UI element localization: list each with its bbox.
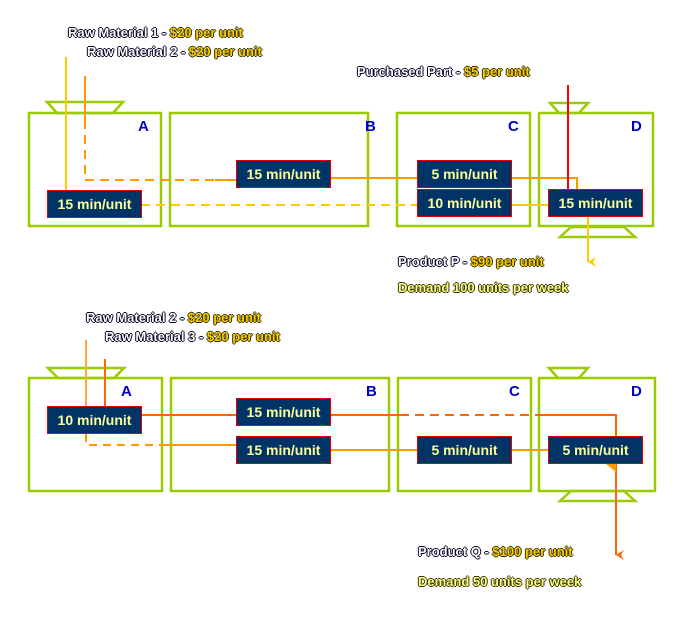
arrowhead-icon <box>606 464 616 472</box>
task-box: 5 min/unit <box>417 436 512 464</box>
station-a-box <box>27 376 164 493</box>
input-label: Raw Material 2 - $20 per unit <box>86 310 261 325</box>
station-c-box <box>395 111 532 228</box>
hopper-icon <box>547 101 591 115</box>
input-label: Raw Material 1 - $20 per unit <box>68 25 243 40</box>
hopper-icon <box>556 225 639 239</box>
task-box: 10 min/unit <box>47 406 142 434</box>
task-box: 10 min/unit <box>417 189 512 217</box>
hopper-icon <box>556 489 639 503</box>
stations-bottom <box>27 366 657 503</box>
demand-label: Demand 50 units per week <box>418 574 582 589</box>
station-c-box <box>396 376 533 493</box>
task-box: 5 min/unit <box>417 160 512 188</box>
station-label: A <box>121 383 132 400</box>
hopper-icon <box>44 100 126 115</box>
input-label: Purchased Part - $5 per unit <box>357 64 530 79</box>
product-label: Product Q - $100 per unit <box>418 544 573 559</box>
station-label: B <box>366 383 377 400</box>
station-label: A <box>138 118 149 135</box>
station-label: B <box>365 118 376 135</box>
input-label: Raw Material 3 - $20 per unit <box>105 329 280 344</box>
task-box: 15 min/unit <box>236 160 331 188</box>
task-box: 15 min/unit <box>47 190 142 218</box>
product-label: Product P - $90 per unit <box>398 254 544 269</box>
station-b-box <box>169 376 391 493</box>
station-label: C <box>509 383 520 400</box>
task-box: 15 min/unit <box>236 436 331 464</box>
station-label: D <box>631 118 642 135</box>
task-box: 15 min/unit <box>236 398 331 426</box>
task-box: 15 min/unit <box>548 189 643 217</box>
hopper-icon <box>546 366 591 380</box>
stations-top <box>27 100 655 239</box>
task-box: 5 min/unit <box>548 436 643 464</box>
hopper-icon <box>44 366 128 380</box>
station-label: C <box>508 118 519 135</box>
demand-label: Demand 100 units per week <box>398 280 569 295</box>
station-b-box <box>168 111 370 228</box>
station-label: D <box>631 383 642 400</box>
input-label: Raw Material 2 - $20 per unit <box>87 44 262 59</box>
